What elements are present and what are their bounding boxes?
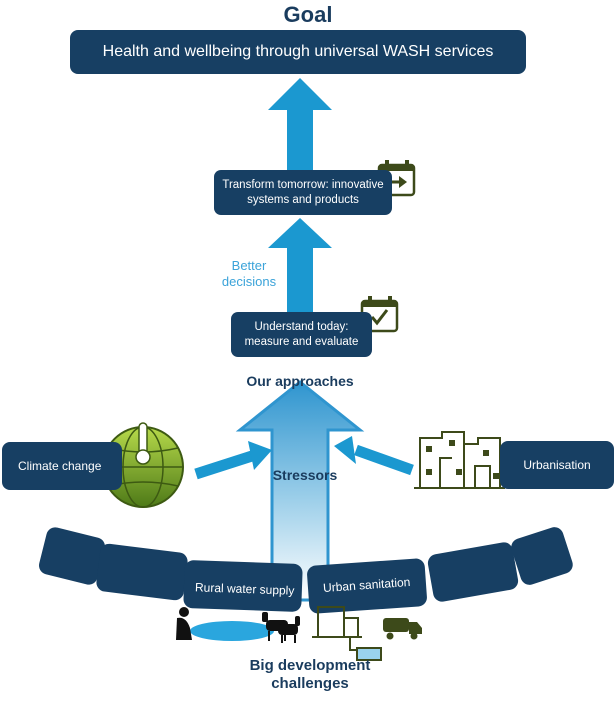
goal-title: Goal	[283, 2, 333, 27]
latrine-icon	[312, 606, 382, 661]
understand-today-box: Understand today: measure and evaluate	[231, 312, 372, 357]
globe-thermometer-icon	[102, 422, 184, 508]
challenge-block-urban	[307, 558, 427, 614]
challenges-heading: Big development challenges	[249, 657, 371, 692]
urbanisation-box: Urbanisation	[500, 441, 614, 489]
buildings-icon	[414, 431, 505, 489]
transform-tomorrow-box: Transform tomorrow: innovative systems a…	[214, 170, 392, 215]
truck-icon	[383, 618, 422, 640]
challenge-block-rural	[183, 560, 303, 612]
challenge-arc	[38, 527, 573, 614]
climate-stressor-arrow	[194, 441, 272, 480]
urban-stressor-arrow	[334, 436, 414, 476]
challenge-block-2	[96, 543, 188, 601]
decisions-arrow	[268, 218, 332, 312]
challenge-block-6	[511, 527, 573, 585]
goats-icon	[262, 612, 300, 643]
climate-change-box: Climate change	[2, 442, 122, 490]
goal-statement-box: Health and wellbeing through universal W…	[70, 30, 526, 74]
person-well-icon	[176, 607, 274, 641]
urbanisation-label: Urbanisation	[523, 458, 591, 472]
approaches-heading: Our approaches	[246, 373, 354, 389]
challenge-block-1	[38, 527, 106, 585]
better-decisions-label: Better decisions	[221, 258, 277, 289]
stressors-heading: Stressors	[272, 467, 338, 483]
climate-change-label: Climate change	[18, 459, 102, 473]
challenge-block-5	[427, 542, 519, 602]
goal-arrow	[268, 78, 332, 170]
